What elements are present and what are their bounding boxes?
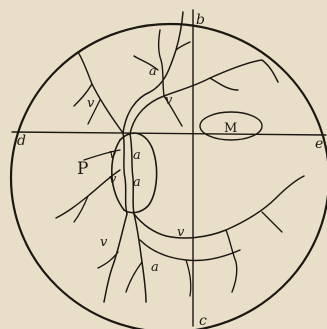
artery-label-upper: a — [149, 64, 157, 79]
vein-label-disc-lower: v — [109, 172, 117, 187]
vein-label-upper-left: v — [87, 96, 95, 111]
papilla-label: P — [77, 159, 88, 179]
vein-label-disc-upper: v — [109, 147, 117, 162]
artery-label-disc-lower: a — [133, 175, 141, 190]
axis-label-top: b — [196, 12, 205, 28]
axis-label-right: e — [315, 136, 323, 152]
macula-label: M — [224, 121, 237, 136]
artery-label-disc-upper: a — [133, 148, 141, 163]
artery-label-lower: a — [151, 260, 159, 275]
vein-label-upper: v — [165, 93, 173, 108]
vein-label-lower: v — [100, 235, 108, 250]
axis-label-left: d — [17, 133, 26, 149]
axis-label-bottom: c — [199, 313, 207, 329]
vein-label-lower-temporal: v — [177, 225, 185, 240]
